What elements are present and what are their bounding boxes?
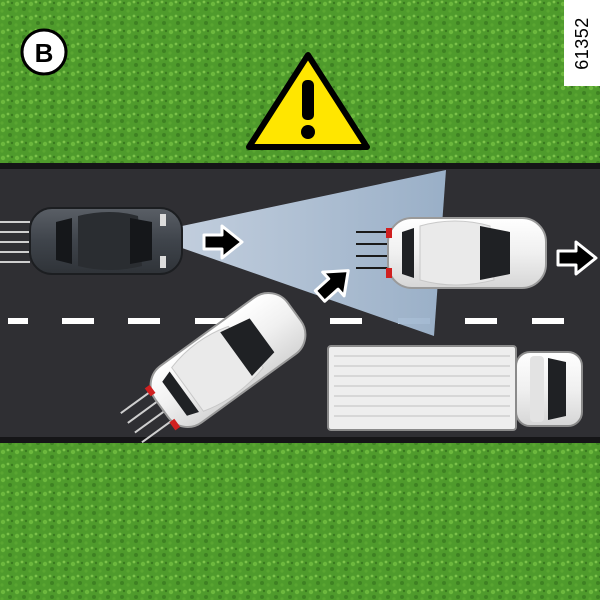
arrow-right-icon: [556, 240, 598, 276]
white-car-merging: [120, 292, 307, 444]
panel-label: B: [20, 28, 68, 76]
grass-bottom: [0, 442, 600, 600]
dark-car: [0, 207, 183, 275]
sensor-detection-zone: [182, 170, 446, 336]
speed-lines: [120, 391, 172, 444]
reference-code: 61352: [571, 16, 592, 70]
white-truck: [327, 345, 583, 431]
reference-code-tag: 61352: [564, 0, 600, 86]
warning-triangle-icon: [246, 52, 370, 150]
arrow-right-icon: [202, 224, 244, 260]
arrow-up-right-icon: [313, 269, 350, 303]
speed-lines: [0, 221, 30, 263]
white-car-ahead: [356, 217, 547, 289]
panel-label-text: B: [35, 38, 54, 68]
